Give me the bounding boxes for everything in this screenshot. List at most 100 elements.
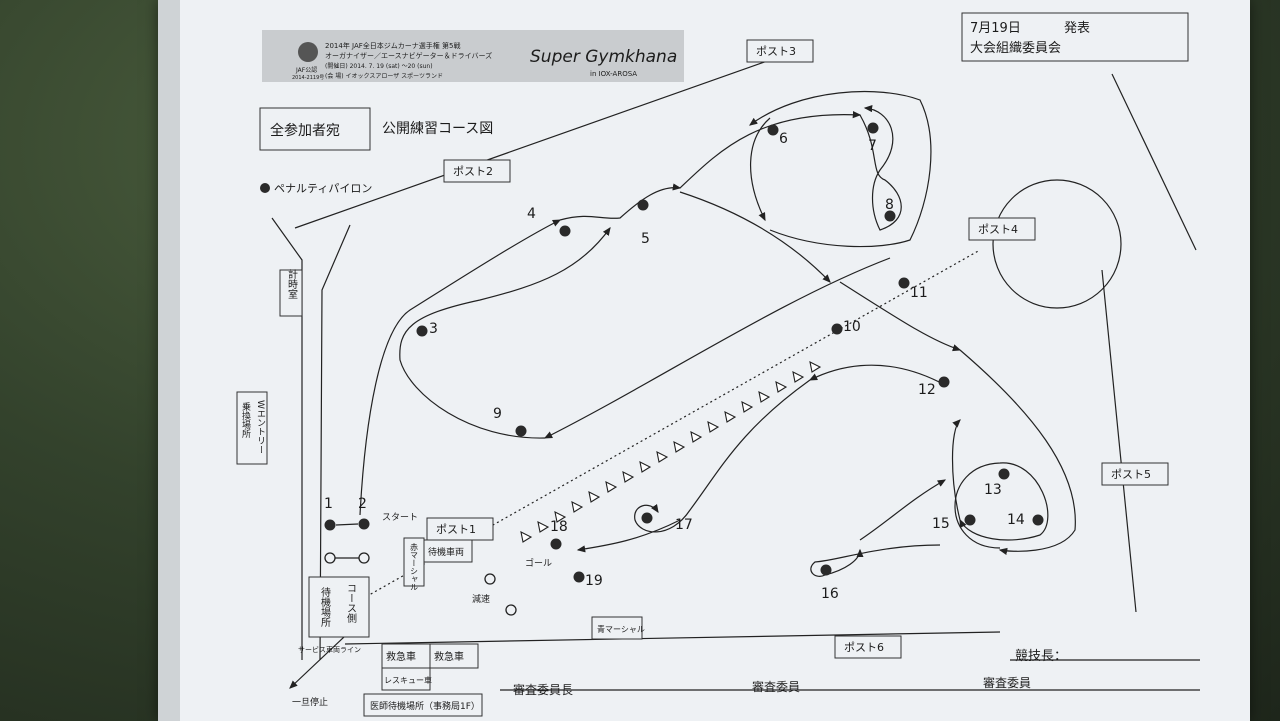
recipient-text: 全参加者宛 (270, 122, 340, 139)
route-outer-loop (749, 90, 932, 248)
pylon-4: 4 (527, 206, 571, 237)
svg-text:10: 10 (843, 319, 861, 335)
route-7-8-loop (859, 104, 902, 231)
slow-marker (484, 573, 496, 585)
gate-marker (324, 552, 336, 564)
svg-text:13: 13 (984, 482, 1002, 498)
pylon-15: 15 (932, 514, 976, 532)
boundary-line (1111, 73, 1197, 251)
post-2-label: ポスト2 (453, 165, 493, 178)
svg-text:9: 9 (493, 406, 502, 422)
rescue-box (381, 667, 431, 691)
svg-text:2: 2 (358, 496, 367, 512)
boundary-line (319, 224, 351, 661)
emblem-sub: 2014-2119号 (292, 75, 324, 81)
route-17-loop (634, 379, 811, 533)
svg-text:14: 14 (1007, 512, 1025, 528)
pylon-18: 18 (550, 519, 568, 550)
course-side-label: コース側 (345, 583, 357, 623)
gate-marker (358, 552, 370, 564)
post-1-label: ポスト1 (436, 523, 476, 536)
notice-org: 大会組織委員会 (970, 41, 1061, 56)
svg-text:8: 8 (885, 197, 894, 213)
wait-car-label: 待機車両 (428, 546, 464, 558)
pylon-13: 13 (984, 468, 1010, 498)
wait-place-box (308, 576, 370, 638)
route-6-down (749, 117, 771, 222)
route-16-loop (810, 544, 941, 577)
pylon-5: 5 (637, 199, 650, 247)
ambulance-2-label: 救急車 (434, 650, 464, 663)
pylon-16: 16 (820, 564, 839, 602)
notice-word: 発表 (1064, 21, 1090, 36)
route-13-15-loop (954, 462, 1049, 549)
timing-room-label: 計時室 (286, 268, 298, 299)
timing-room-box (279, 269, 303, 317)
wait-place-label: 待機場所 (319, 586, 331, 628)
notice-box (961, 12, 1189, 62)
header-banner (262, 30, 684, 82)
route-5-to-7 (679, 111, 862, 189)
ambulance-1-label: 救急車 (386, 650, 416, 663)
recipient-box (259, 107, 371, 151)
blue-marshal-label: 青マーシャル (597, 624, 645, 634)
svg-text:15: 15 (932, 516, 950, 532)
svg-text:17: 17 (675, 517, 693, 533)
turnaround-circle (992, 179, 1122, 309)
pylon-10: 10 (831, 319, 861, 335)
boundary-line (1101, 269, 1137, 613)
route-to-11 (679, 191, 831, 283)
blue-marshal-box (591, 616, 643, 640)
header-line1: 2014年 JAF全日本ジムカーナ選手権 第5戦 (325, 41, 460, 50)
map-title: 公開練習コース図 (382, 121, 493, 137)
legend-pylon-icon (260, 183, 270, 193)
post-6-box (834, 635, 902, 659)
post-3-box (746, 39, 814, 63)
route-start-to-4 (359, 219, 562, 516)
route-4-to-5 (559, 183, 682, 221)
w-entry-label: Wエントリー (255, 400, 266, 454)
post-2-box (443, 159, 511, 183)
post-3-label: ポスト3 (756, 45, 796, 58)
pylon-7: 7 (867, 122, 879, 154)
goal-label: ゴール (525, 557, 552, 569)
pylon-3: 3 (416, 321, 438, 337)
notice-date: 7月19日 (970, 21, 1021, 36)
route-to-14 (959, 349, 1076, 555)
post-5-label: ポスト5 (1111, 468, 1151, 481)
pylon-1: 1 (324, 496, 336, 531)
red-marshal-label: 赤マーシャル (410, 543, 419, 591)
event-logo-sub: in IOX-AROSA (590, 70, 637, 78)
route-12-to-17 (808, 364, 946, 386)
steward-1-label: 審査委員 (752, 679, 800, 694)
svg-text:7: 7 (868, 138, 877, 154)
steward-2-label: 審査委員 (983, 675, 1031, 690)
jaf-emblem-icon (298, 42, 318, 62)
header-line2: オーガナイザー／エースナビゲーター＆ドライバーズ (325, 51, 492, 60)
medical-box (363, 693, 483, 717)
rescue-label: レスキュー車 (384, 675, 432, 685)
svg-text:18: 18 (550, 519, 568, 535)
svg-text:4: 4 (527, 206, 536, 222)
pylon-12: 12 (918, 376, 950, 398)
svg-text:5: 5 (641, 231, 650, 247)
pylon-19: 19 (573, 571, 603, 589)
route-to-9 (543, 257, 891, 439)
pylon-8: 8 (884, 197, 896, 222)
route-to-15 (859, 479, 947, 541)
header-line3: (開催日) 2014. 7. 19 (sat) ～20 (sun) (325, 62, 433, 70)
svg-text:12: 12 (918, 382, 936, 398)
slow-label: 減速 (472, 593, 490, 605)
post-4-label: ポスト4 (978, 223, 1018, 236)
route-9-3-back (399, 227, 611, 439)
post-5-box (1101, 462, 1169, 486)
w-entry-sub: 乗換場所 (240, 401, 251, 439)
boundary-line (294, 59, 771, 229)
event-logo: Super Gymkhana (530, 47, 677, 67)
svg-text:16: 16 (821, 586, 839, 602)
boundary-line (271, 217, 303, 660)
slow-marker (505, 604, 517, 616)
judge-label: 競技長： (1015, 649, 1067, 664)
